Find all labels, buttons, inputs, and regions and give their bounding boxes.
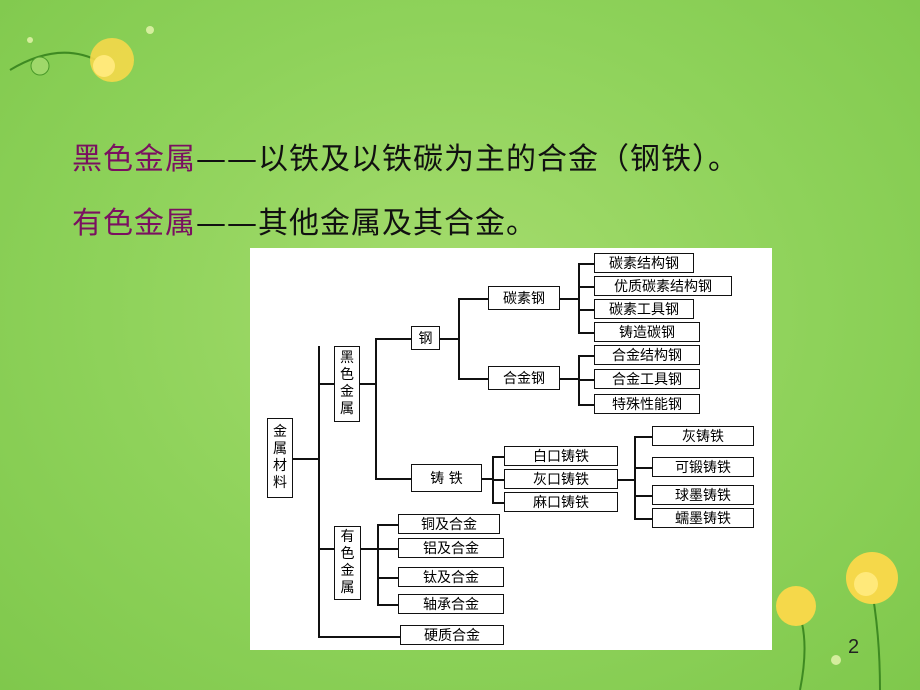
node-hard-alloy: 硬质合金 (400, 625, 504, 645)
node-carbon-steel: 碳素钢 (488, 286, 560, 310)
node-malleable-iron: 可锻铸铁 (652, 457, 754, 477)
node-vermicular-iron: 蠕墨铸铁 (652, 508, 754, 528)
definition-ferrous: 黑色金属——以铁及以铁碳为主的合金（钢铁）。 (72, 134, 739, 178)
node-aluminum-alloy: 铝及合金 (398, 538, 504, 558)
dandelion-decoration-bottom-right (776, 552, 898, 690)
node-alloy-tool-steel: 合金工具钢 (594, 369, 700, 389)
node-gray-iron: 灰铸铁 (652, 426, 754, 446)
node-alloy-steel: 合金钢 (488, 366, 560, 390)
node-steel: 钢 (411, 326, 440, 350)
dash: —— (196, 142, 258, 177)
node-alloy-structural-steel: 合金结构钢 (594, 345, 700, 365)
dash: —— (196, 206, 258, 241)
term-ferrous: 黑色金属 (72, 142, 196, 177)
node-mottled-cast-iron: 麻口铸铁 (504, 492, 618, 512)
classification-diagram: 金属材料 黑色金属 有色金属 钢 铸 铁 碳素钢 合金钢 碳素结构钢 优质碳素结… (250, 248, 772, 650)
definition-nonferrous: 有色金属——其他金属及其合金。 (72, 198, 537, 242)
node-gray-cast-iron-group: 灰口铸铁 (504, 469, 618, 489)
node-special-steel: 特殊性能钢 (594, 394, 700, 414)
desc-ferrous: 以铁及以铁碳为主的合金（钢铁）。 (258, 142, 739, 177)
node-quality-carbon-structural-steel: 优质碳素结构钢 (594, 276, 732, 296)
desc-nonferrous: 其他金属及其合金。 (258, 206, 537, 241)
node-bearing-alloy: 轴承合金 (398, 594, 504, 614)
node-white-cast-iron: 白口铸铁 (504, 446, 618, 466)
node-carbon-structural-steel: 碳素结构钢 (594, 253, 694, 273)
node-carbon-tool-steel: 碳素工具钢 (594, 299, 694, 319)
node-cast-iron: 铸 铁 (411, 464, 482, 492)
node-copper-alloy: 铜及合金 (398, 514, 500, 534)
node-ductile-iron: 球墨铸铁 (652, 485, 754, 505)
node-metal-materials: 金属材料 (267, 418, 293, 498)
node-cast-carbon-steel: 铸造碳钢 (594, 322, 700, 342)
node-titanium-alloy: 钛及合金 (398, 567, 504, 587)
dandelion-decoration-top-left (9, 26, 154, 82)
page-number: 2 (848, 636, 860, 658)
node-nonferrous-metal: 有色金属 (334, 526, 361, 600)
node-ferrous-metal: 黑色金属 (334, 346, 360, 422)
term-nonferrous: 有色金属 (72, 206, 196, 241)
